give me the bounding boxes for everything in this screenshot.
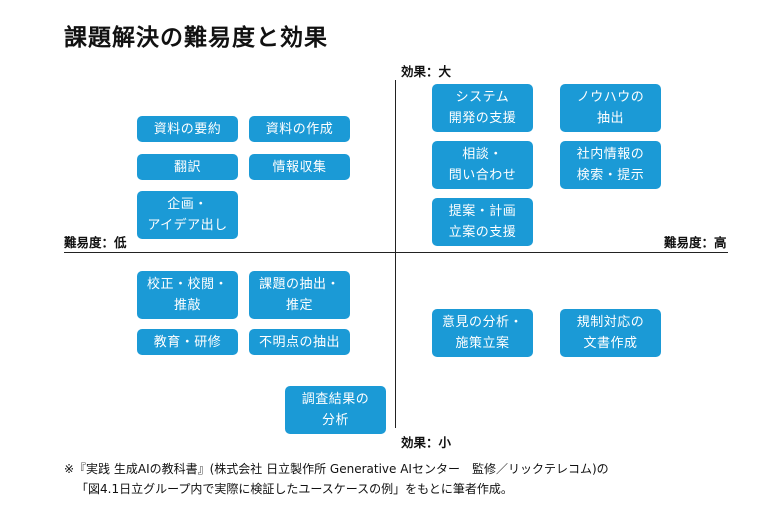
source-note-line-2: 「図4.1日立グループ内で実際に検証したユースケースの例」をもとに筆者作成。 <box>76 482 513 496</box>
axis-label-left: 難易度：低 <box>64 235 127 250</box>
use-case-box-issue-extract: 課題の抽出・ 推定 <box>249 271 350 319</box>
use-case-box-opinion-analysis: 意見の分析・ 施策立案 <box>432 309 533 357</box>
use-case-box-consultation: 相談・ 問い合わせ <box>432 141 533 189</box>
horizontal-axis <box>64 252 728 253</box>
use-case-box-survey-analysis: 調査結果の 分析 <box>285 386 386 434</box>
use-case-box-unclear-extract: 不明点の抽出 <box>249 329 350 355</box>
use-case-box-education: 教育・研修 <box>137 329 238 355</box>
diagram-title: 課題解決の難易度と効果 <box>64 25 328 51</box>
use-case-box-system-dev: システム 開発の支援 <box>432 84 533 132</box>
axis-label-bottom: 効果：小 <box>401 435 452 450</box>
use-case-box-internal-search: 社内情報の 検索・提示 <box>560 141 661 189</box>
source-note-line-1: ※『実践 生成AIの教科書』(株式会社 日立製作所 Generative AIセ… <box>64 462 609 476</box>
use-case-box-doc-summary: 資料の要約 <box>137 116 238 142</box>
use-case-box-planning: 企画・ アイデア出し <box>137 191 238 239</box>
use-case-box-knowhow: ノウハウの 抽出 <box>560 84 661 132</box>
source-note: ※『実践 生成AIの教科書』(株式会社 日立製作所 Generative AIセ… <box>64 459 609 499</box>
axis-label-right: 難易度：高 <box>664 235 727 250</box>
use-case-box-doc-create: 資料の作成 <box>249 116 350 142</box>
use-case-box-proposal: 提案・計画 立案の支援 <box>432 198 533 246</box>
use-case-box-info-collect: 情報収集 <box>249 154 350 180</box>
use-case-box-proofreading: 校正・校閲・ 推敲 <box>137 271 238 319</box>
use-case-box-translation: 翻訳 <box>137 154 238 180</box>
vertical-axis <box>395 80 396 428</box>
use-case-box-regulatory-docs: 規制対応の 文書作成 <box>560 309 661 357</box>
axis-label-top: 効果：大 <box>401 64 452 79</box>
